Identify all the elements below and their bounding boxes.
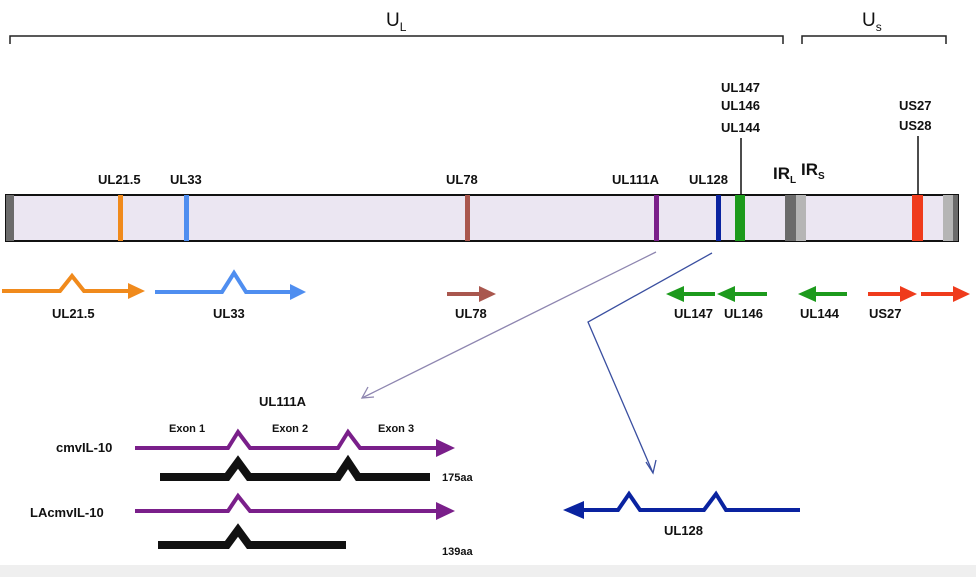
genome-label-ul147: UL147 [721,80,760,95]
genome-bar [5,194,959,242]
exon3-label: Exon 3 [378,423,414,435]
gene-label-ul144: UL144 [800,306,840,321]
protein-length-175aa: 175aa [442,472,473,484]
ul21-5-marker [118,195,123,241]
genome-label-ul146: UL146 [721,98,760,113]
ir-l-label: IRL [773,164,796,186]
ul111a-detail-title: UL111A [259,394,307,409]
gene-label-ul21-5: UL21.5 [52,306,95,321]
transcript-label-cmvil-10: cmvIL-10 [56,440,112,455]
ul-region-bracket: UL [9,10,784,44]
ul144-gene-arrow [798,286,847,302]
ul78-marker [465,195,470,241]
genome-label-us27: US27 [899,98,932,113]
us27-gene-arrow [868,286,917,302]
ul128-connector [587,252,713,475]
ul147-gene-arrow [666,286,715,302]
terminal-repeat-right-light [943,195,953,241]
ul33-marker [184,195,189,241]
ir-s-block [796,195,806,241]
us-region-label: Us [862,10,882,34]
ul146-gene-arrow [717,286,767,302]
ul-region-label: UL [386,10,407,34]
genome-label-ul21-5: UL21.5 [98,172,141,187]
genome-label-ul111a: UL111A [612,172,660,187]
bottom-strip [0,565,976,577]
lacmvil-10-protein-bar [158,523,346,549]
protein-length-139aa: 139aa [442,546,473,558]
cmvil-10-transcript-arrow [135,428,455,457]
ul128-marker [716,195,721,241]
ul21-5-gene-arrow [2,272,145,299]
exon2-label: Exon 2 [272,423,308,435]
genome-label-ul128: UL128 [689,172,728,187]
genome-label-us28: US28 [899,118,932,133]
lacmvil-10-transcript-arrow [135,492,455,520]
genome-label-ul144: UL144 [721,120,761,135]
ir-l-block [785,195,796,241]
gene-label-ul78: UL78 [455,306,487,321]
ul33-gene-arrow [155,269,306,300]
ul128-detail-arrow [563,490,800,519]
gene-label-us27: US27 [869,306,902,321]
ul128-detail-label: UL128 [664,523,703,538]
ul111a-connector [360,251,657,399]
ir-s-label: IRS [801,160,825,182]
us27-us28-marker [912,195,923,241]
transcript-label-lacmvil-10: LAcmvIL-10 [30,505,104,520]
genome-label-ul78: UL78 [446,172,478,187]
us-region-bracket: Us [801,10,947,44]
ul78-gene-arrow [447,286,496,302]
gene-label-ul33: UL33 [213,306,245,321]
us28-gene-arrow [921,286,970,302]
ul111a-marker [654,195,659,241]
exon1-label: Exon 1 [169,423,205,435]
terminal-repeat-left [6,195,14,241]
terminal-repeat-right [953,195,958,241]
gene-label-ul146: UL146 [724,306,763,321]
cmvil-10-protein-bar [160,454,430,481]
genome-label-ul33: UL33 [170,172,202,187]
ul147-ul146-ul144-marker [735,195,745,241]
gene-label-ul147: UL147 [674,306,713,321]
